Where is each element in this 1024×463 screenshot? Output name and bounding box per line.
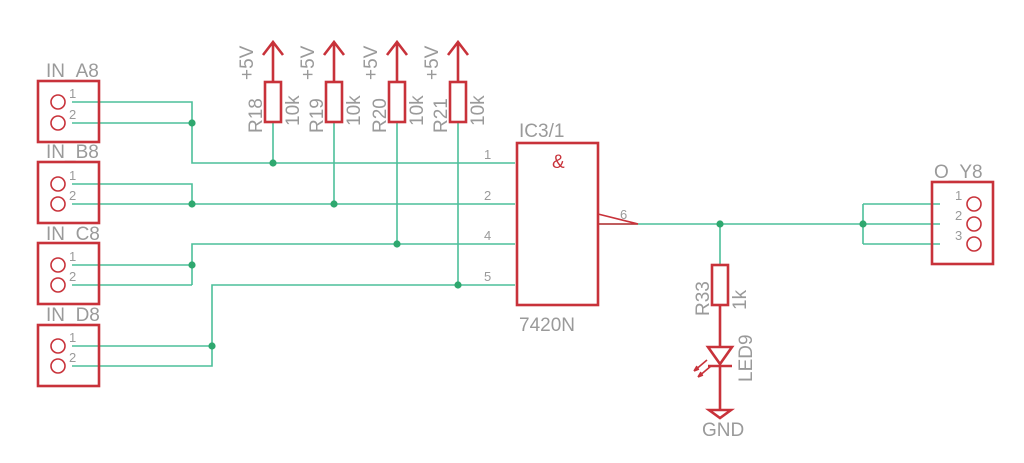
wire-net-c — [191, 243, 515, 265]
nand-gate: IC3/1 & 7420N 1 2 4 5 6 — [484, 121, 639, 336]
connector-in-b: IN_B8 1 2 — [36, 142, 101, 225]
connector-out-y-label: O_Y8 — [934, 162, 983, 183]
resistor-body — [387, 80, 407, 124]
pin-number: 1 — [955, 188, 962, 203]
pin-number: 1 — [69, 168, 76, 183]
connector-pad — [966, 236, 982, 252]
junction-dot — [716, 220, 724, 228]
connector-in-b-label: IN_B8 — [46, 142, 99, 163]
pin-number: 1 — [69, 330, 76, 345]
connector-in-d: IN_D8 1 2 — [36, 305, 101, 388]
connector-in-d-body — [36, 323, 101, 388]
connector-pad — [50, 257, 66, 273]
supply-label: +5V — [298, 45, 319, 80]
resistor-ref: R21 — [431, 98, 452, 133]
connector-in-d-label: IN_D8 — [46, 305, 100, 326]
connector-in-b-body — [36, 160, 101, 225]
gate-pin-number: 6 — [620, 207, 627, 222]
wire-in-c-pin1 — [72, 264, 193, 285]
gate-pin-number: 5 — [484, 269, 491, 284]
connector-pad — [50, 338, 66, 354]
connector-pad — [50, 94, 66, 110]
connector-in-a-body — [36, 79, 101, 144]
ground-label: GND — [702, 420, 744, 441]
connector-pad — [966, 216, 982, 232]
resistor-body — [324, 80, 344, 124]
pullup-r20: +5V R20 10k — [361, 39, 428, 133]
connector-pad — [50, 358, 66, 374]
supply-arrow-icon — [322, 39, 346, 82]
connector-pad — [50, 176, 66, 192]
resistor-body — [710, 263, 730, 307]
pin-number: 3 — [955, 228, 962, 243]
connector-pad — [50, 196, 66, 212]
pullup-r19: +5V R19 10k — [298, 39, 365, 133]
led-ref: LED9 — [736, 334, 757, 382]
supply-label: +5V — [361, 45, 382, 80]
gate-symbol: & — [552, 152, 565, 173]
junction-dot — [393, 240, 401, 248]
supply-arrow-icon — [261, 39, 285, 82]
junction-dot — [269, 159, 277, 167]
junction-dot — [188, 200, 196, 208]
resistor-body — [448, 80, 468, 124]
pullup-r21: +5V R21 10k — [422, 39, 489, 133]
junctions — [188, 119, 867, 350]
connector-pad — [50, 277, 66, 293]
supply-label: +5V — [422, 45, 443, 80]
pin-number: 2 — [69, 269, 76, 284]
ground-symbol-icon — [705, 408, 735, 420]
pin-number: 2 — [69, 107, 76, 122]
junction-dot — [188, 119, 196, 127]
pin-number: 2 — [69, 350, 76, 365]
resistor-body — [263, 80, 283, 124]
light-ray-icon — [693, 359, 708, 372]
supply-arrow-icon — [385, 39, 409, 82]
light-ray-icon — [697, 365, 712, 378]
wire-in-a-pin1 — [72, 101, 515, 164]
resistor-value: 10k — [468, 95, 489, 126]
gate-part: 7420N — [519, 315, 575, 336]
pin-number: 1 — [69, 249, 76, 264]
junction-dot — [330, 200, 338, 208]
connector-pad — [50, 115, 66, 131]
led-diode-icon — [705, 345, 735, 368]
resistor-value: 1k — [730, 289, 751, 310]
gate-pin-number: 4 — [484, 228, 491, 243]
resistor-ref: R19 — [307, 98, 328, 133]
junction-dot — [859, 220, 867, 228]
junction-dot — [188, 261, 196, 269]
connector-in-c-label: IN_C8 — [46, 224, 100, 245]
pin-number: 1 — [69, 86, 76, 101]
wires — [72, 101, 940, 367]
gate-pin-number: 1 — [484, 147, 491, 162]
led-branch: R33 1k LED9 GND — [693, 263, 757, 441]
connector-pad — [966, 196, 982, 212]
wire-in-d-pin2 — [72, 284, 515, 367]
wire-in-b-pin1 — [72, 183, 193, 204]
supply-arrow-icon — [446, 39, 470, 82]
supply-label: +5V — [237, 45, 258, 80]
resistor-ref: R18 — [246, 98, 267, 133]
connector-out-y: O_Y8 1 2 3 — [930, 162, 995, 266]
resistor-value: 10k — [344, 95, 365, 126]
connector-in-c: IN_C8 1 2 — [36, 224, 101, 306]
gate-pin-number: 2 — [484, 188, 491, 203]
resistor-value: 10k — [407, 95, 428, 126]
pin-number: 2 — [69, 188, 76, 203]
resistor-ref: R20 — [370, 98, 391, 133]
gate-ref: IC3/1 — [519, 121, 564, 142]
inverter-wedge-icon — [597, 213, 639, 225]
junction-dot — [208, 342, 216, 350]
junction-dot — [454, 281, 462, 289]
connector-in-c-body — [36, 241, 101, 306]
connector-out-y-body — [930, 180, 995, 266]
resistor-value: 10k — [283, 95, 304, 126]
connector-in-a-label: IN_A8 — [46, 61, 99, 82]
resistor-ref: R33 — [693, 281, 714, 316]
connector-in-a: IN_A8 1 2 — [36, 61, 101, 144]
pin-number: 2 — [955, 208, 962, 223]
pullup-r18: +5V R18 10k — [237, 39, 304, 133]
